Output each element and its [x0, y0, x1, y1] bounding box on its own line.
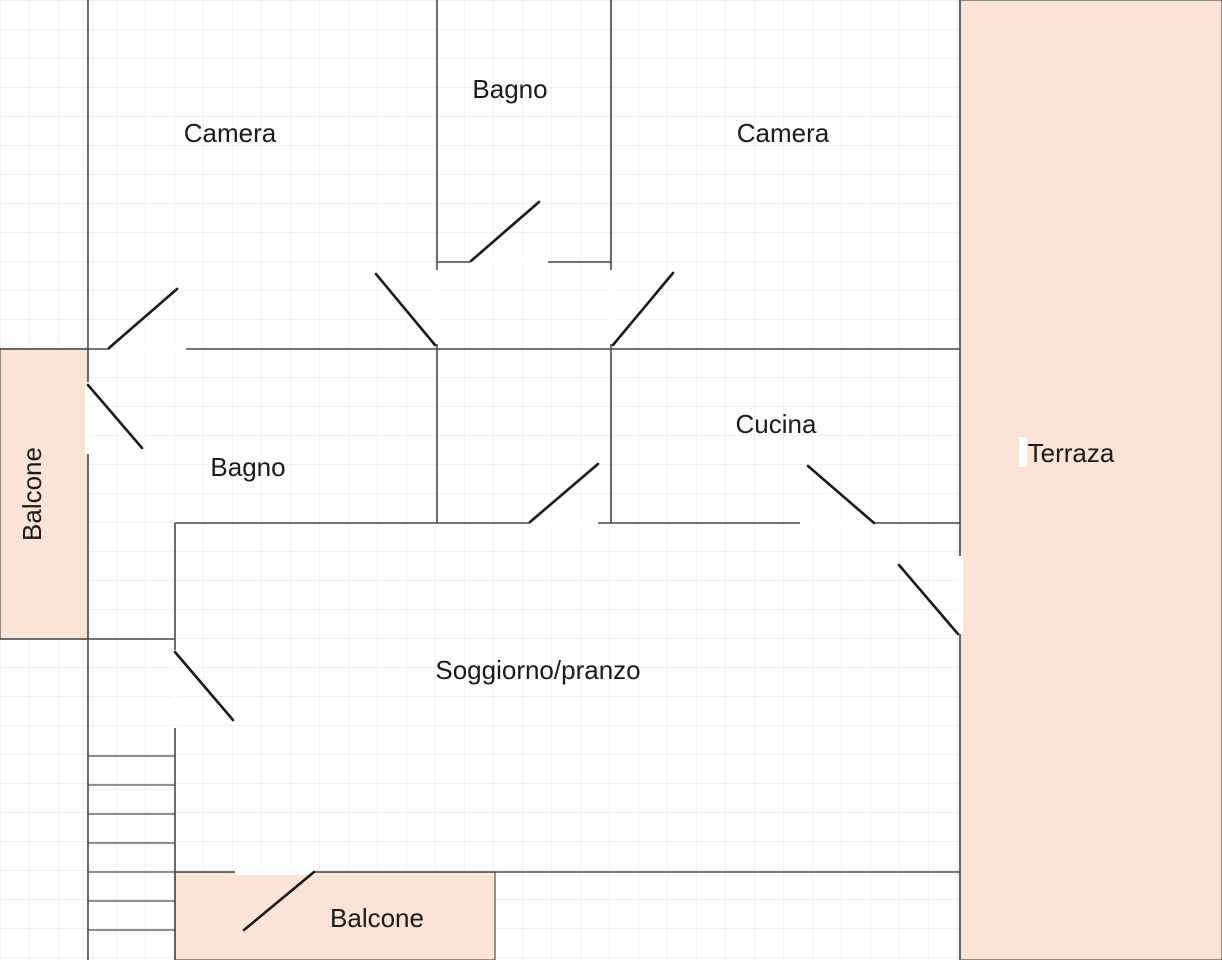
label-balcone-left: Balcone: [17, 447, 47, 541]
door-corridor: [528, 462, 600, 524]
door-balcone-bottom: [242, 870, 316, 932]
terrace-area: [959, 0, 1222, 960]
door-stairs: [173, 650, 235, 722]
door-camera-left-inner: [374, 272, 437, 347]
door-cucina: [806, 464, 876, 525]
door-bagno-top: [469, 200, 541, 263]
staircase: [88, 755, 175, 931]
left-balcony-area: [0, 348, 89, 640]
door-camera-right: [611, 271, 675, 347]
label-terrazza: Terraza: [1028, 438, 1115, 468]
label-bagno-left: Bagno: [210, 452, 285, 482]
label-camera-left: Camera: [184, 118, 277, 148]
label-camera-right: Camera: [737, 118, 830, 148]
door-balcone-left: [86, 383, 144, 450]
doors: [86, 200, 960, 932]
door-camera-left: [107, 287, 179, 350]
door-openings: [85, 259, 963, 875]
label-bagno-top: Bagno: [472, 74, 547, 104]
door-terrazza: [897, 563, 960, 636]
label-soggiorno: Soggiorno/pranzo: [435, 655, 640, 685]
label-balcone-bottom: Balcone: [330, 903, 424, 933]
label-cucina: Cucina: [736, 409, 817, 439]
